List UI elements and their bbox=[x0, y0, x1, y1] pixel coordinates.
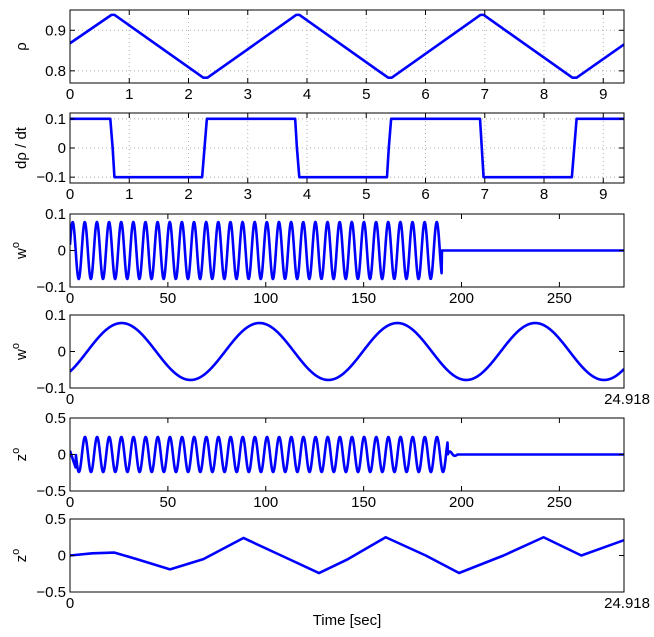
x-tick-label: 9 bbox=[599, 86, 607, 103]
x-tick-label: 2 bbox=[184, 86, 192, 103]
x-tick-label: 8 bbox=[540, 186, 548, 203]
x-tick-label: 4 bbox=[303, 86, 311, 103]
x-tick-label: 24.918 bbox=[604, 595, 650, 612]
y-tick-label: 0.8 bbox=[45, 63, 66, 80]
y-axis-label: zo bbox=[10, 549, 30, 563]
x-tick-label: 4 bbox=[303, 186, 311, 203]
x-tick-label: 0 bbox=[66, 86, 74, 103]
x-tick-label: 0 bbox=[66, 494, 74, 511]
y-axis-label: dρ / dt bbox=[13, 126, 30, 169]
y-tick-label: −0.5 bbox=[36, 584, 66, 601]
x-tick-label: 0 bbox=[66, 290, 74, 307]
data-series-line bbox=[70, 435, 624, 474]
y-tick-label: 0.1 bbox=[45, 206, 66, 223]
x-tick-label: 7 bbox=[481, 86, 489, 103]
y-tick-label: 0 bbox=[58, 447, 66, 464]
axes-frame bbox=[69, 9, 625, 84]
data-series-line bbox=[70, 117, 624, 179]
x-tick-label: 50 bbox=[160, 494, 177, 511]
axes-frame bbox=[69, 518, 625, 593]
x-tick-label: 24.918 bbox=[604, 391, 650, 408]
x-tick-label: 50 bbox=[160, 290, 177, 307]
x-tick-label: 150 bbox=[351, 290, 376, 307]
x-axis-label: Time [sec] bbox=[313, 612, 382, 629]
data-series-line bbox=[70, 13, 624, 80]
y-tick-label: 0.5 bbox=[45, 410, 66, 427]
data-series-line bbox=[70, 535, 624, 575]
x-tick-label: 8 bbox=[540, 86, 548, 103]
x-tick-label: 0 bbox=[66, 595, 74, 612]
axes-frame bbox=[69, 314, 625, 389]
y-tick-label: −0.1 bbox=[36, 380, 66, 397]
x-tick-label: 250 bbox=[547, 494, 572, 511]
x-tick-label: 2 bbox=[184, 186, 192, 203]
y-tick-label: 0 bbox=[58, 140, 66, 157]
x-tick-label: 3 bbox=[244, 86, 252, 103]
subplot-1: 0 1 2 3 4 5 6 7 8 9 0.8 0.9 ρ bbox=[13, 9, 625, 103]
y-tick-label: 0 bbox=[58, 243, 66, 260]
y-tick-label: −0.5 bbox=[36, 483, 66, 500]
x-tick-label: 250 bbox=[547, 290, 572, 307]
y-axis-label: wo bbox=[10, 343, 30, 361]
x-tick-label: 5 bbox=[362, 186, 370, 203]
x-tick-label: 7 bbox=[481, 186, 489, 203]
y-tick-label: 0 bbox=[58, 548, 66, 565]
y-tick-label: 0.1 bbox=[45, 111, 66, 128]
x-tick-label: 0 bbox=[66, 186, 74, 203]
x-tick-label: 200 bbox=[449, 494, 474, 511]
y-tick-label: 0.5 bbox=[45, 511, 66, 528]
x-tick-label: 100 bbox=[253, 494, 278, 511]
y-tick-label: −0.1 bbox=[36, 169, 66, 186]
y-tick-label: 0 bbox=[58, 344, 66, 361]
y-axis-label: zo bbox=[10, 448, 30, 462]
y-tick-label: 0.1 bbox=[45, 307, 66, 324]
x-tick-label: 6 bbox=[421, 186, 429, 203]
x-tick-label: 9 bbox=[599, 186, 607, 203]
x-tick-label: 5 bbox=[362, 86, 370, 103]
y-axis-label: ρ bbox=[13, 42, 30, 51]
x-tick-label: 0 bbox=[66, 391, 74, 408]
y-tick-label: −0.1 bbox=[36, 279, 66, 296]
x-tick-label: 1 bbox=[125, 186, 133, 203]
x-tick-label: 150 bbox=[351, 494, 376, 511]
y-tick-label: 0.9 bbox=[45, 22, 66, 39]
data-series-line bbox=[70, 321, 624, 382]
x-tick-label: 3 bbox=[244, 186, 252, 203]
x-tick-label: 200 bbox=[449, 290, 474, 307]
x-tick-label: 6 bbox=[421, 86, 429, 103]
y-axis-label: wo bbox=[10, 242, 30, 260]
data-series-line bbox=[70, 220, 624, 281]
x-tick-label: 1 bbox=[125, 86, 133, 103]
x-tick-label: 100 bbox=[253, 290, 278, 307]
